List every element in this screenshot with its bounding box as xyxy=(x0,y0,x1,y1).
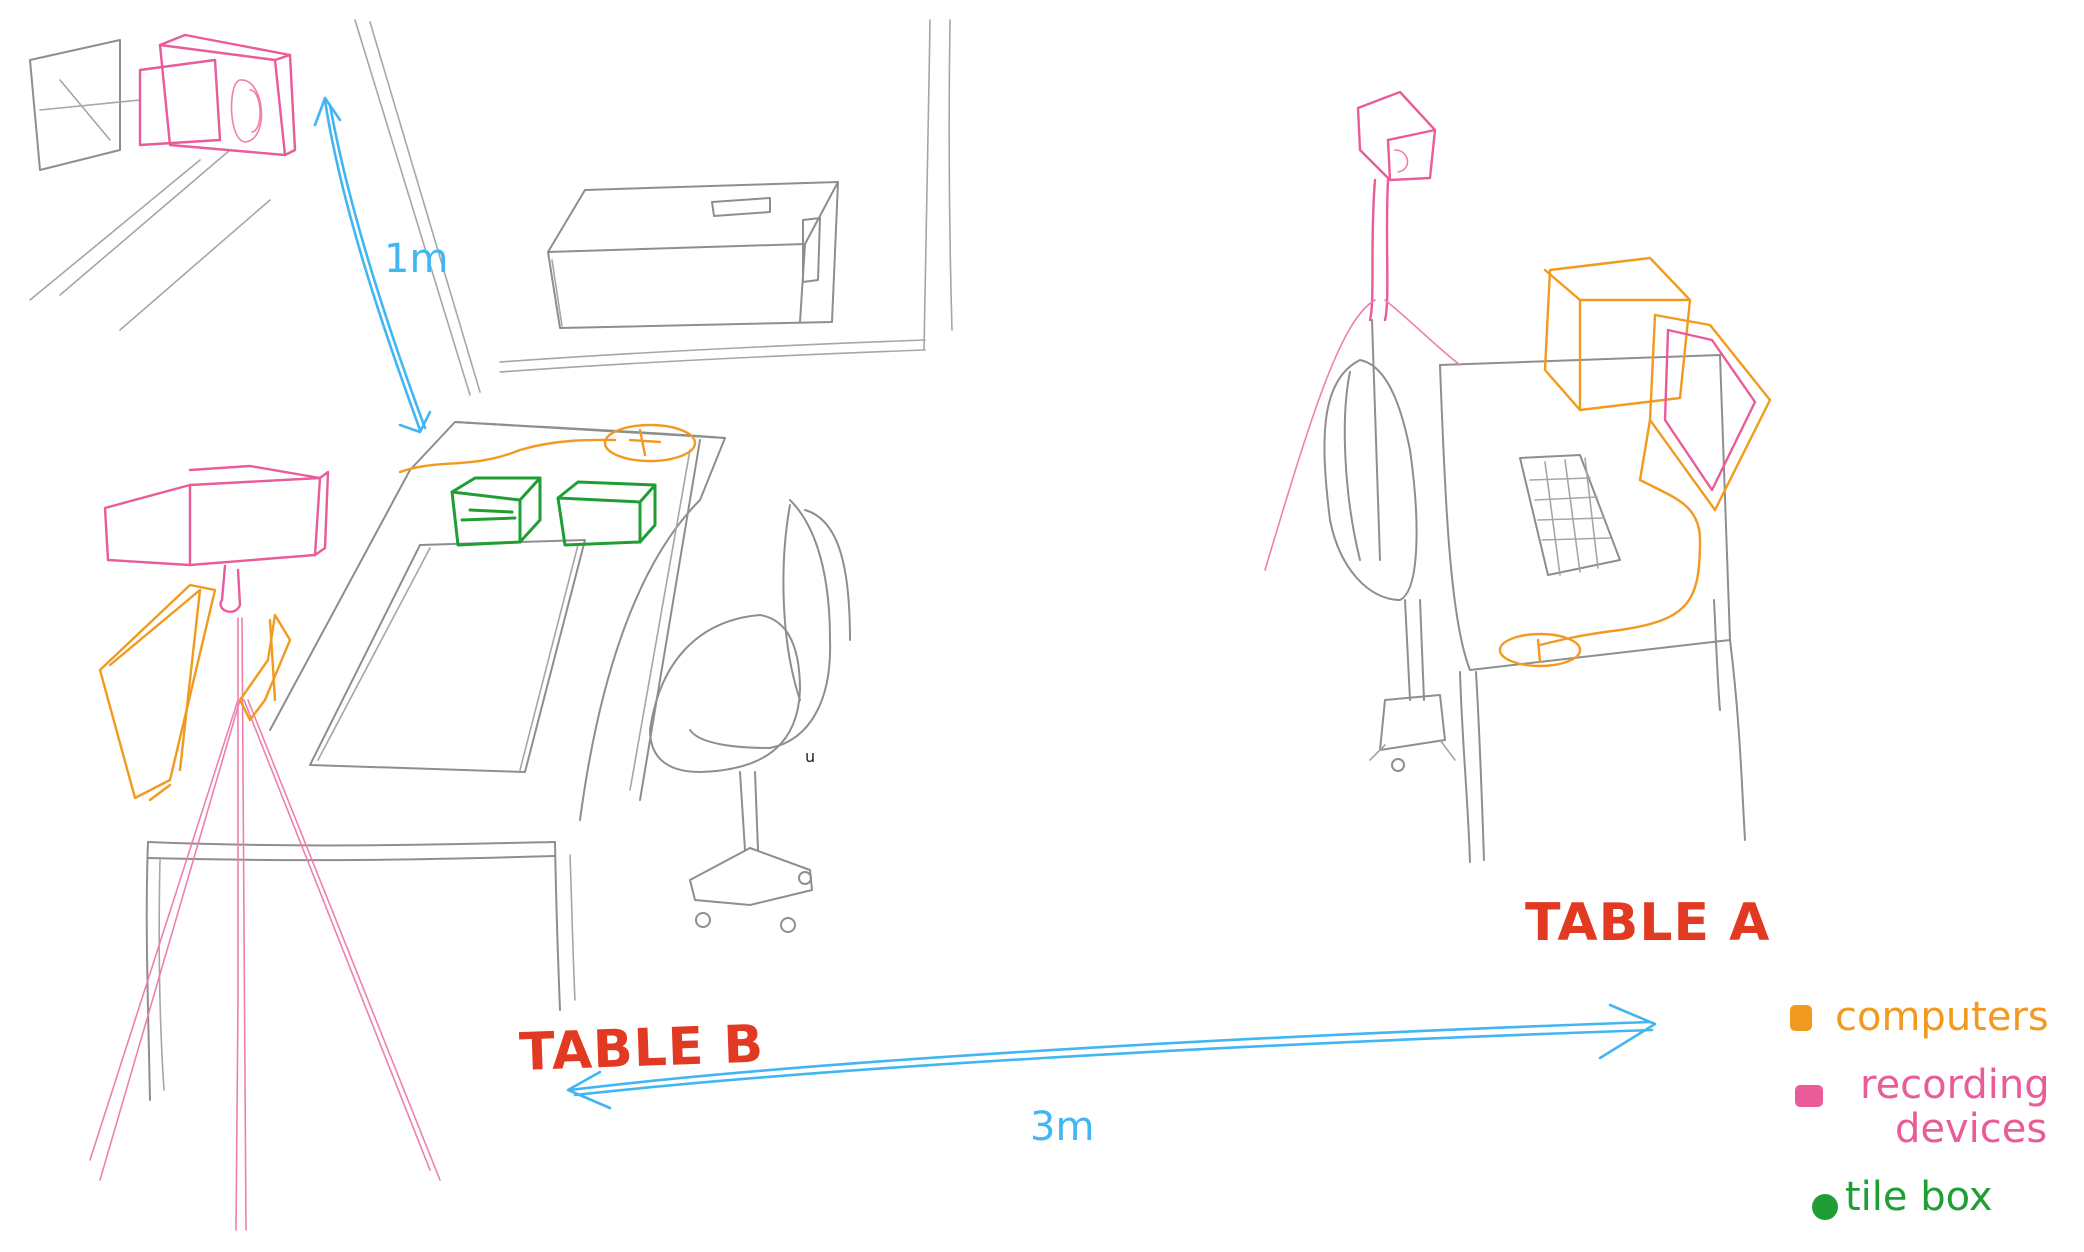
computer-tripod-monitor xyxy=(98,583,292,802)
chair-table-b xyxy=(649,499,851,933)
tile-box-1 xyxy=(450,476,542,547)
legend-label-devices: devices xyxy=(1895,1106,2047,1152)
wall-cabinet xyxy=(547,181,839,329)
legend-item-recording-devices: recording devices xyxy=(1795,1062,2050,1152)
wall-camera xyxy=(29,33,297,171)
camera-table-a xyxy=(1264,90,1461,571)
legend: computers recording devices tile box xyxy=(1790,994,2050,1220)
legend-label-recording: recording xyxy=(1860,1062,2050,1108)
table-a-label: TABLE A xyxy=(1525,893,1770,953)
distance-arrow-horizontal xyxy=(566,1003,1657,1110)
table-a-furniture xyxy=(1439,354,1746,863)
chair-table-a xyxy=(1323,359,1456,772)
legend-label-tile-box: tile box xyxy=(1845,1174,1993,1220)
legend-swatch-tile-box xyxy=(1812,1194,1838,1220)
table-b-furniture xyxy=(145,421,726,1101)
small-mark: u xyxy=(805,747,815,766)
distance-arrow-vertical xyxy=(313,96,432,434)
tripod-camera xyxy=(89,464,441,1231)
distance-label-horizontal: 3m xyxy=(1030,1104,1094,1150)
distance-label-vertical: 1m xyxy=(384,236,448,282)
legend-label-computers: computers xyxy=(1835,994,2049,1040)
computer-mouse-table-b xyxy=(398,423,697,474)
legend-swatch-computers xyxy=(1790,1005,1812,1031)
legend-swatch-recording-devices xyxy=(1795,1085,1823,1107)
computer-table-a xyxy=(1498,256,1772,668)
tile-box-2 xyxy=(556,480,657,547)
room-walls xyxy=(29,19,953,396)
legend-item-computers: computers xyxy=(1790,994,2049,1040)
legend-item-tile-box: tile box xyxy=(1812,1174,1993,1220)
table-b-label: TABLE B xyxy=(518,1014,765,1083)
